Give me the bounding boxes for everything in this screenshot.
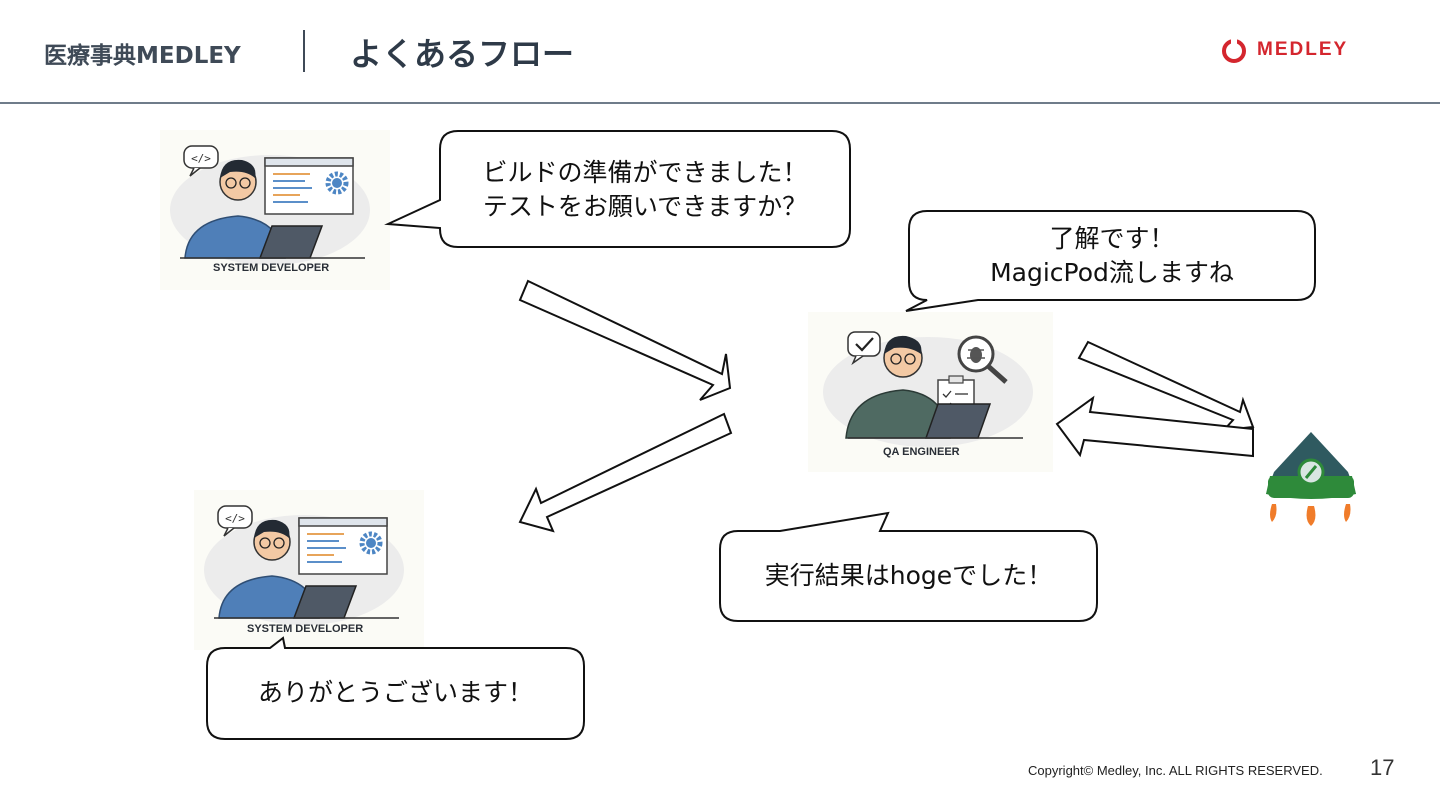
code-bubble-icon: </> [183, 145, 219, 177]
bubble-result [719, 511, 1098, 622]
product-name: 医療事典MEDLEY [44, 43, 241, 69]
copyright: Copyright© Medley, Inc. ALL RIGHTS RESER… [1028, 763, 1323, 778]
developer-top-illustration: </> [160, 130, 390, 290]
bubble-result-text: 実行結果はhogeでした！ [764, 561, 1053, 590]
page-number: 17 [1370, 755, 1395, 780]
qa-person [845, 335, 1023, 439]
role-label-developer-bottom: SYSTEM DEVELOPER [247, 623, 364, 635]
role-label-qa: QA ENGINEER [883, 446, 960, 458]
bubble-thanks-text: ありがとうございます！ [257, 678, 533, 707]
developer-top-person [180, 159, 365, 259]
qa-engineer-illustration [808, 312, 1053, 472]
code-window-icon [298, 517, 388, 575]
role-label-developer-top: SYSTEM DEVELOPER [213, 262, 330, 274]
logo-wordmark: MEDLEY [1257, 39, 1349, 60]
bubble-build-ready-text: ビルドの準備ができました！ テストをお願いできますか？ [440, 156, 850, 224]
code-window-icon [264, 157, 354, 215]
bug-magnifier-icon [957, 335, 1008, 384]
arrow-qa-to-dev [518, 412, 733, 533]
bubble-acknowledge-line1: 了解です！ [1049, 224, 1175, 253]
svg-text:</>: </> [191, 152, 211, 165]
medley-logo-mark [1222, 39, 1246, 63]
developer-bottom-illustration: </> [194, 490, 424, 650]
bubble-build-ready [384, 130, 851, 248]
arrow-dev-to-qa [518, 279, 732, 401]
header-rule [0, 102, 1440, 104]
slide-title: よくあるフロー [350, 35, 575, 73]
svg-text:</>: </> [225, 512, 245, 525]
bubble-build-ready-line2: テストをお願いできますか？ [482, 192, 808, 221]
bubble-acknowledge-line2: MagicPod流しますね [990, 258, 1234, 287]
rocket-icon [1266, 432, 1356, 526]
medley-logo: MEDLEY [1220, 36, 1360, 66]
arrow-rocket-to-qa [1055, 395, 1254, 458]
developer-bottom-person [214, 519, 399, 619]
code-bubble-icon: </> [217, 505, 253, 537]
title-divider [303, 30, 305, 72]
checkmark-bubble-icon [847, 331, 881, 366]
bubble-thanks [206, 636, 585, 740]
bubble-acknowledge [905, 210, 1316, 312]
bubble-acknowledge-text: 了解です！ MagicPod流しますね [909, 222, 1315, 290]
bubble-build-ready-line1: ビルドの準備ができました！ [482, 158, 808, 187]
